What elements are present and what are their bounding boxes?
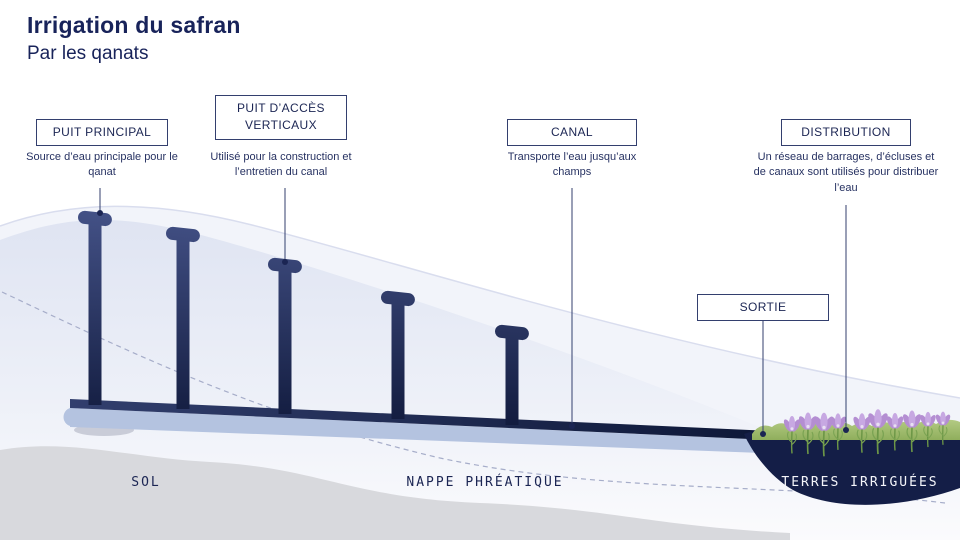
hillside — [0, 219, 960, 540]
callout-box-distribution: DISTRIBUTION — [781, 119, 911, 147]
callout-desc-puits-acces: Utilisé pour la construction et l’entret… — [210, 151, 352, 179]
label-terres-irriguees: TERRES IRRIGUÉES — [781, 475, 939, 490]
shaft-2 — [166, 226, 200, 409]
shaft-4 — [381, 290, 415, 419]
page-title: Irrigation du safran — [27, 12, 241, 38]
irrigated-pond — [744, 429, 960, 505]
shaft-5 — [495, 324, 529, 425]
callout-box-canal: CANAL — [507, 119, 637, 147]
outer-band-edge — [0, 205, 960, 399]
dot-puits-acces — [282, 259, 288, 265]
dot-canal — [569, 423, 575, 429]
water-table-dashed-line — [1, 291, 946, 504]
shaft-1 — [78, 210, 112, 405]
page-subtitle: Par les qanats — [27, 43, 149, 64]
callout-desc-canal: Transporte l’eau jusqu’aux champs — [507, 151, 637, 179]
vertical-shafts — [78, 210, 529, 425]
leader-lines — [99, 188, 847, 432]
callout-box-puit-principal: PUIT PRINCIPAL — [36, 119, 168, 147]
shaft-3 — [268, 257, 302, 414]
callout-box-sortie: SORTIE — [697, 294, 829, 322]
water-band — [70, 408, 770, 453]
callout-desc-puit-principal: Source d’eau principale pour le qanat — [26, 151, 178, 179]
leader-dots — [97, 210, 849, 437]
label-sol: SOL — [131, 475, 161, 490]
callout-desc-distribution: Un réseau de barrages, d’écluses et de c… — [753, 151, 939, 194]
dot-puit-principal — [97, 210, 103, 216]
soil-mound — [0, 446, 790, 540]
callout-box-puits-acces: PUIT D’ACCÈS VERTICAUX — [215, 95, 347, 140]
dot-sortie — [760, 431, 766, 437]
header: Irrigation du safran Par les qanats — [27, 12, 241, 65]
dot-distribution — [843, 427, 849, 433]
canal-bar — [70, 399, 772, 440]
label-nappe-phreatique: NAPPE PHRÉATIQUE — [406, 475, 564, 490]
